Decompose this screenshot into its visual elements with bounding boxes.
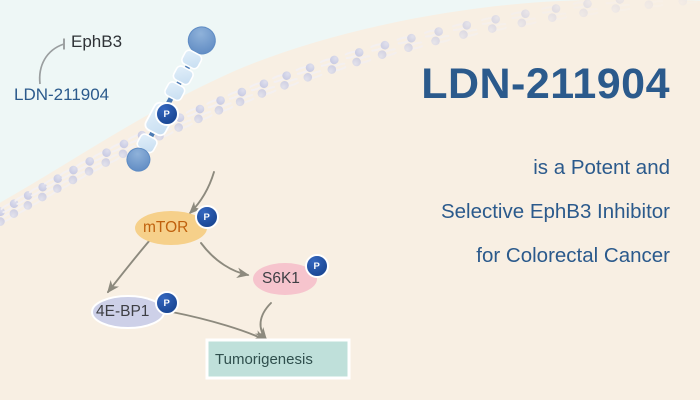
membrane-lipid (43, 174, 63, 188)
membrane-lipid (377, 48, 397, 59)
ldn-compound-label: LDN-211904 (14, 85, 110, 104)
membrane-lipid (235, 94, 255, 107)
membrane-lipid (249, 79, 269, 92)
headline-panel: LDN-211904 is a Potent and Selective Eph… (350, 60, 670, 278)
membrane-lipid (101, 153, 120, 167)
membrane-lipid (678, 0, 698, 6)
membrane-lipid (206, 96, 225, 109)
membrane-lipid-layer (0, 0, 698, 226)
node-tumorigenesis (205, 338, 351, 380)
membrane-lipid (272, 71, 291, 83)
membrane-lipid (547, 12, 567, 22)
page-title: LDN-211904 (421, 60, 670, 108)
membrane-lipid (38, 187, 57, 202)
phospho-badge-s6k1 (305, 254, 329, 278)
membrane-lipid (431, 34, 451, 46)
membrane-lipid (424, 27, 443, 38)
membrane-lipid (84, 162, 103, 176)
node-s6k1 (253, 263, 317, 295)
membrane-lipid (517, 17, 537, 28)
membrane-lipid (194, 110, 213, 124)
membrane-lipid (344, 48, 364, 60)
membrane-lipid (75, 157, 95, 171)
node-4ebp1 (91, 295, 165, 329)
membrane-lipid (541, 4, 561, 14)
edge-mtor-to-s6k1 (200, 242, 250, 279)
membrane-lipid (579, 7, 599, 18)
membrane-lipid (572, 0, 592, 9)
edge-s6k1-to-tumor (254, 302, 272, 341)
subtitle-block: is a Potent and Selective EphB3 Inhibito… (350, 146, 670, 278)
membrane-lipid (280, 77, 299, 90)
membrane-lipid (214, 102, 234, 115)
ephb3-target-label: EphB3 (71, 32, 123, 51)
membrane-lipid (23, 195, 42, 210)
membrane-lipid (109, 139, 129, 153)
membrane-lipid (396, 33, 416, 45)
membrane-lipid (295, 63, 315, 75)
edge-receptor-to-mtor (188, 171, 215, 215)
membrane-lipid (319, 55, 339, 67)
subtitle-line-1: is a Potent and (533, 156, 670, 179)
receptor-phospho-badge (155, 102, 179, 126)
membrane-lipid (227, 87, 247, 100)
membrane-lipid (487, 23, 507, 33)
membrane-lipid (480, 14, 500, 25)
membrane-lipid (404, 41, 424, 52)
membrane-lipid (510, 9, 530, 20)
receptor-c-terminal-domain (126, 147, 151, 172)
membrane-lipid (644, 0, 664, 9)
membrane-lipid (14, 191, 33, 205)
membrane-lipid (452, 20, 472, 32)
membrane-lipid (605, 0, 625, 5)
subtitle-line-3: for Colorectal Cancer (476, 244, 670, 267)
membrane-lipid (257, 85, 277, 98)
membrane-lipid (59, 165, 78, 180)
membrane-lipid (53, 179, 72, 193)
edge-mtor-to-4ebp1 (107, 239, 151, 294)
membrane-lipid (0, 199, 19, 214)
node-mtor (135, 211, 207, 245)
membrane-lipid (303, 70, 323, 82)
membrane-lipid (174, 119, 193, 132)
phospho-badge-mtor (195, 205, 219, 229)
membrane-lipid (92, 148, 111, 162)
membrane-lipid (0, 207, 5, 222)
membrane-lipid (370, 40, 390, 52)
membrane-lipid (611, 3, 631, 13)
inhibition-connector (38, 38, 65, 85)
membrane-lipid (185, 104, 205, 118)
membrane-lipid (68, 170, 87, 185)
membrane-lipid (327, 62, 347, 74)
phospho-badge-4ebp1 (155, 291, 179, 315)
membrane-lipid (28, 182, 47, 197)
membrane-lipid (459, 28, 479, 39)
membrane-lipid (352, 55, 372, 67)
subtitle-line-2: Selective EphB3 Inhibitor (440, 200, 670, 223)
